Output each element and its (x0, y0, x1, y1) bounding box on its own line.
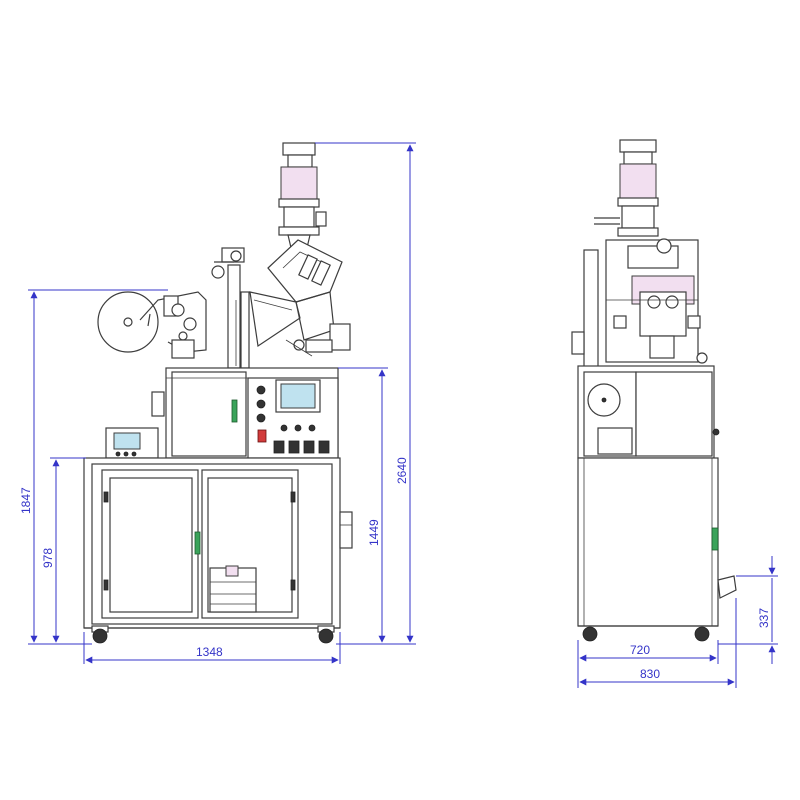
front-label-reel (97, 291, 207, 359)
dimension-height-978: 978 (41, 457, 86, 645)
front-control-panel (247, 377, 339, 459)
front-dosing-head (249, 239, 351, 357)
dim-label-720: 720 (630, 643, 650, 657)
dim-label-830: 830 (640, 667, 660, 681)
dim-label-1847: 1847 (19, 487, 33, 514)
front-feeder-tube (278, 142, 327, 253)
dimension-width-830: 830 (577, 598, 737, 688)
side-casters (582, 626, 710, 642)
side-view (571, 139, 737, 642)
front-frame-columns (211, 247, 250, 369)
dim-label-978: 978 (41, 548, 55, 568)
side-lower-cabinet (577, 457, 737, 627)
front-lower-frame (83, 457, 353, 629)
front-view (83, 142, 353, 644)
dimension-height-2640: 2640 (315, 142, 416, 645)
dim-label-1348: 1348 (196, 645, 223, 659)
dimension-height-1449: 1449 (338, 367, 388, 645)
front-side-hmi (105, 427, 159, 459)
side-upper-mechanism (571, 238, 708, 369)
dimension-height-337: 337 (718, 556, 778, 664)
dim-label-337: 337 (757, 608, 771, 628)
dimension-width-720: 720 (577, 640, 719, 664)
dim-label-2640: 2640 (395, 457, 409, 484)
dimension-width-1348: 1348 (83, 632, 341, 664)
front-casters (91, 625, 335, 644)
side-feeder-tube (594, 139, 659, 237)
side-upper-cabinet (577, 365, 720, 459)
dimension-height-1847: 1847 (19, 289, 168, 645)
dim-label-1449: 1449 (367, 519, 381, 546)
